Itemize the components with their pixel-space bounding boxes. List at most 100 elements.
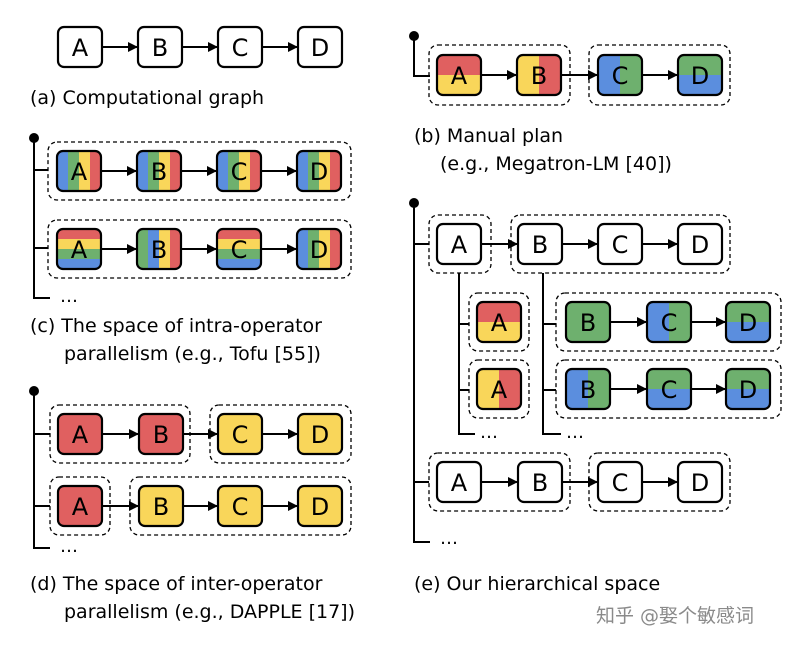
graph-a-node-b: B: [136, 25, 184, 69]
intra-c2-node-d-label: D: [310, 236, 328, 264]
ellipsis-c: …: [60, 286, 78, 307]
hier-e1-node-b: B: [516, 222, 564, 266]
hier-e1-node-b-label: B: [532, 231, 548, 259]
inter-d2-node-c: C: [216, 484, 264, 528]
group-d1-cd: [209, 404, 352, 464]
intra-c1-node-c: C: [215, 149, 263, 193]
intra-c2-node-a: A: [55, 227, 103, 271]
graph-a-node-c-fill: [218, 27, 262, 67]
graph-a-node-d-fill: [298, 27, 342, 67]
hier-e2-node-c-fill: [598, 462, 642, 502]
hier-bcd2-node-b-fill: [566, 369, 610, 409]
group-d2-a: [49, 476, 111, 536]
graph-a-node-c: C: [216, 25, 264, 69]
hier-bcd2-node-d-fill: [726, 369, 770, 409]
graph-a-node-b-fill: [138, 27, 182, 67]
graph-a-node-c-label: C: [232, 34, 249, 62]
hier-e2-node-a-fill: [437, 462, 481, 502]
hier-e1-node-c: C: [596, 222, 644, 266]
plan-b-node-d-fill: [678, 55, 722, 95]
inter-d2-node-b: B: [137, 484, 185, 528]
intra-c2-node-b-label: B: [151, 236, 167, 264]
inter-d1-node-a: A: [56, 412, 104, 456]
hier-a2-node-a-label: A: [491, 376, 508, 404]
hier-bcd1-node-c: C: [645, 300, 693, 344]
hier-bcd1-node-b: B: [564, 300, 612, 344]
ellipsis-e-a: …: [480, 422, 498, 443]
inter-d2-node-a: A: [56, 484, 104, 528]
caption-c-line2: parallelism (e.g., Tofu [55]): [64, 343, 321, 365]
caption-c-line1: (c) The space of intra-operator: [30, 315, 322, 337]
plan-b-node-a-fill: [437, 55, 481, 95]
inter-d2-node-b-label: B: [153, 493, 169, 521]
tree-stem-e: [413, 203, 430, 543]
tree-sub-a: [458, 273, 475, 435]
tree-lines: [29, 31, 561, 549]
intra-c2-node-d: D: [295, 227, 343, 271]
intra-c2-node-a-label: A: [71, 236, 88, 264]
hier-a1-node-a: A: [475, 300, 523, 344]
plan-b-node-d: D: [676, 53, 724, 97]
graph-a-node-b-label: B: [152, 34, 168, 62]
hier-bcd2-node-b: B: [564, 367, 612, 411]
group-e-a1: [468, 292, 530, 352]
inter-d1-node-d-fill: [298, 414, 342, 454]
graph-a-node-a: A: [56, 25, 104, 69]
inter-d1-node-c-fill: [218, 414, 262, 454]
hier-e1-node-a: A: [435, 222, 483, 266]
inter-d1-node-a-fill: [58, 414, 102, 454]
inter-d2-node-c-fill: [218, 486, 262, 526]
hier-a1-node-a-fill: [477, 302, 521, 342]
hier-e1-node-d-label: D: [691, 231, 709, 259]
hier-e1-node-c-label: C: [612, 231, 629, 259]
inter-d1-node-d-label: D: [311, 421, 329, 449]
intra-c1-node-b-fill: [137, 151, 181, 191]
hier-e2-node-d-fill: [678, 462, 722, 502]
hier-e2-node-d-label: D: [691, 469, 709, 497]
graph-a-node-a-fill: [58, 27, 102, 67]
inter-d2-node-a-label: A: [72, 493, 89, 521]
hier-e2-node-c: C: [596, 460, 644, 504]
hier-bcd2-node-b-label: B: [580, 376, 596, 404]
hier-e2-node-b-label: B: [532, 469, 548, 497]
hier-bcd1-node-d: D: [724, 300, 772, 344]
intra-c1-node-b: B: [135, 149, 183, 193]
intra-c2-node-c-label: C: [231, 236, 248, 264]
group-e-bcd2: [555, 359, 782, 419]
caption-d-line1: (d) The space of inter-operator: [30, 573, 323, 595]
hier-e1-node-d: D: [676, 222, 724, 266]
hier-bcd1-node-b-fill: [566, 302, 610, 342]
hier-bcd1-node-d-fill: [726, 302, 770, 342]
hier-e1-node-d-fill: [678, 224, 722, 264]
hier-e1-node-a-label: A: [451, 231, 468, 259]
hier-e1-node-c-fill: [598, 224, 642, 264]
inter-d2-node-c-label: C: [232, 493, 249, 521]
hier-a1-node-a-label: A: [491, 309, 508, 337]
inter-d2-node-b-fill: [139, 486, 183, 526]
inter-d1-node-b-fill: [139, 414, 183, 454]
tree-stem-d: [33, 391, 50, 549]
intra-c1-node-d: D: [295, 149, 343, 193]
tree-stem-c: [33, 138, 50, 299]
hier-a2-node-a-fill: [477, 369, 521, 409]
inter-d1-node-c: C: [216, 412, 264, 456]
hier-e2-node-c-label: C: [612, 469, 629, 497]
plan-b-node-c-label: C: [612, 62, 629, 90]
flow-arrows: [101, 42, 726, 511]
plan-b-node-b-fill: [517, 55, 561, 95]
hier-e2-node-b: B: [516, 460, 564, 504]
caption-b-line1: (b) Manual plan: [414, 125, 563, 147]
intra-c2-node-c-fill: [217, 229, 261, 269]
hier-e2-node-b-fill: [518, 462, 562, 502]
hier-bcd1-node-c-label: C: [661, 309, 678, 337]
inter-d2-node-d-label: D: [311, 493, 329, 521]
plan-b-node-c: C: [596, 53, 644, 97]
intra-c2-node-a-fill: [57, 229, 101, 269]
caption-e: (e) Our hierarchical space: [414, 573, 660, 595]
intra-c2-node-b: B: [135, 227, 183, 271]
plan-b-node-d-label: D: [691, 62, 709, 90]
intra-c1-node-a-label: A: [71, 158, 88, 186]
hier-bcd1-node-b-label: B: [580, 309, 596, 337]
